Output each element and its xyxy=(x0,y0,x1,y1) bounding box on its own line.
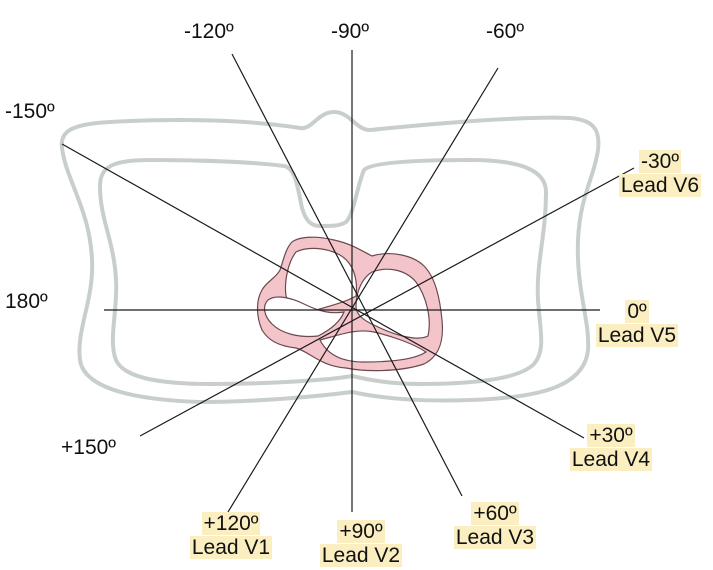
torso-outer-outline xyxy=(59,110,601,404)
angle-label-neg150: -150º xyxy=(5,100,55,123)
angle-label-0: 0º xyxy=(625,300,649,323)
lead-label-v1: Lead V1 xyxy=(189,536,273,559)
lead-v4-label-group: +30º Lead V4 xyxy=(556,424,666,472)
lead-label-v2: Lead V2 xyxy=(319,544,403,567)
angle-label-neg60: -60º xyxy=(486,20,525,43)
angle-label-pos90: +90º xyxy=(337,520,385,543)
lead-axis-lines xyxy=(61,50,635,513)
angle-label-pos150: +150º xyxy=(61,436,116,459)
lead-v2-label-group: +90º Lead V2 xyxy=(306,520,416,568)
lead-label-v4: Lead V4 xyxy=(569,448,653,471)
axis-line-neg120-pos60 xyxy=(231,53,463,497)
axis-line-neg30-pos150 xyxy=(139,167,635,437)
lead-v1-label-group: +120º Lead V1 xyxy=(176,512,286,560)
angle-label-180: 180º xyxy=(5,290,48,313)
torso-inner-outline xyxy=(98,158,548,386)
heart-lower-right-cavity xyxy=(319,330,428,363)
lead-label-v6: Lead V6 xyxy=(618,174,702,197)
lead-v3-label-group: +60º Lead V3 xyxy=(440,502,550,550)
heart-lower-left-cavity xyxy=(263,296,345,338)
angle-label-neg90: -90º xyxy=(331,20,370,43)
angle-label-neg30: -30º xyxy=(638,150,682,173)
lead-label-v3: Lead V3 xyxy=(453,526,537,549)
angle-label-pos30: +30º xyxy=(587,424,635,447)
angle-label-pos120: +120º xyxy=(201,512,261,535)
lead-label-v5: Lead V5 xyxy=(595,324,679,347)
angle-label-pos60: +60º xyxy=(471,502,519,525)
angle-label-neg120: -120º xyxy=(184,20,234,43)
lead-v5-label-group: 0º Lead V5 xyxy=(582,300,692,348)
lead-v6-label-group: -30º Lead V6 xyxy=(610,150,710,198)
axis-line-neg60-pos120 xyxy=(227,67,499,513)
axis-line-neg150-pos30 xyxy=(61,143,585,439)
